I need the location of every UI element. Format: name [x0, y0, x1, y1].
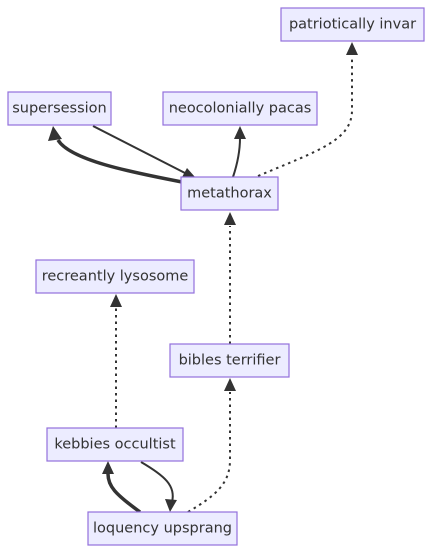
- edge-loquency-upsprang-to-kebbies-occultist: [106, 473, 142, 514]
- edge-loquency-upsprang-to-bibles-terrifier: [187, 392, 231, 513]
- node-bibles-terrifier[interactable]: bibles terrifier: [169, 343, 290, 378]
- node-label: recreantly lysosome: [42, 269, 189, 285]
- node-neocolonially-pacas[interactable]: neocolonially pacas: [162, 91, 318, 126]
- node-supersession[interactable]: supersession: [7, 91, 112, 126]
- edge-kebbies-occultist-to-loquency-upsprang: [140, 461, 174, 503]
- arrowhead-bibles-terrifier: [224, 378, 236, 391]
- node-kebbies-occultist[interactable]: kebbies occultist: [46, 427, 184, 462]
- arrowhead-patriotically-invar: [346, 42, 358, 55]
- edge-metathorax-to-neocolonially-pacas: [232, 137, 241, 178]
- edge-metathorax-to-supersession: [56, 138, 183, 184]
- arrowhead-neocolonially-pacas: [234, 126, 246, 139]
- arrowhead-recreantly-lysosome: [110, 294, 122, 307]
- arrowhead-metathorax: [224, 212, 236, 225]
- arrowhead-loquency-upsprang: [165, 499, 177, 512]
- node-label: loquency upsprang: [93, 521, 232, 537]
- arrowhead-metathorax-from-supersession: [181, 168, 195, 179]
- edges: [48, 42, 358, 514]
- node-label: neocolonially pacas: [169, 101, 312, 117]
- node-label: kebbies occultist: [54, 437, 176, 453]
- node-patriotically-invar[interactable]: patriotically invar: [280, 7, 425, 42]
- node-loquency-upsprang[interactable]: loquency upsprang: [87, 511, 238, 546]
- edge-supersession-to-metathorax: [92, 125, 186, 174]
- node-label: metathorax: [187, 186, 272, 202]
- arrowhead-kebbies-occultist: [102, 461, 114, 474]
- node-label: bibles terrifier: [179, 353, 281, 369]
- edge-metathorax-to-patriotically-invar: [257, 56, 353, 177]
- node-label: supersession: [12, 101, 107, 117]
- arrowhead-supersession: [48, 126, 62, 141]
- node-metathorax[interactable]: metathorax: [180, 176, 279, 211]
- node-label: patriotically invar: [289, 17, 416, 33]
- node-recreantly-lysosome[interactable]: recreantly lysosome: [35, 259, 195, 294]
